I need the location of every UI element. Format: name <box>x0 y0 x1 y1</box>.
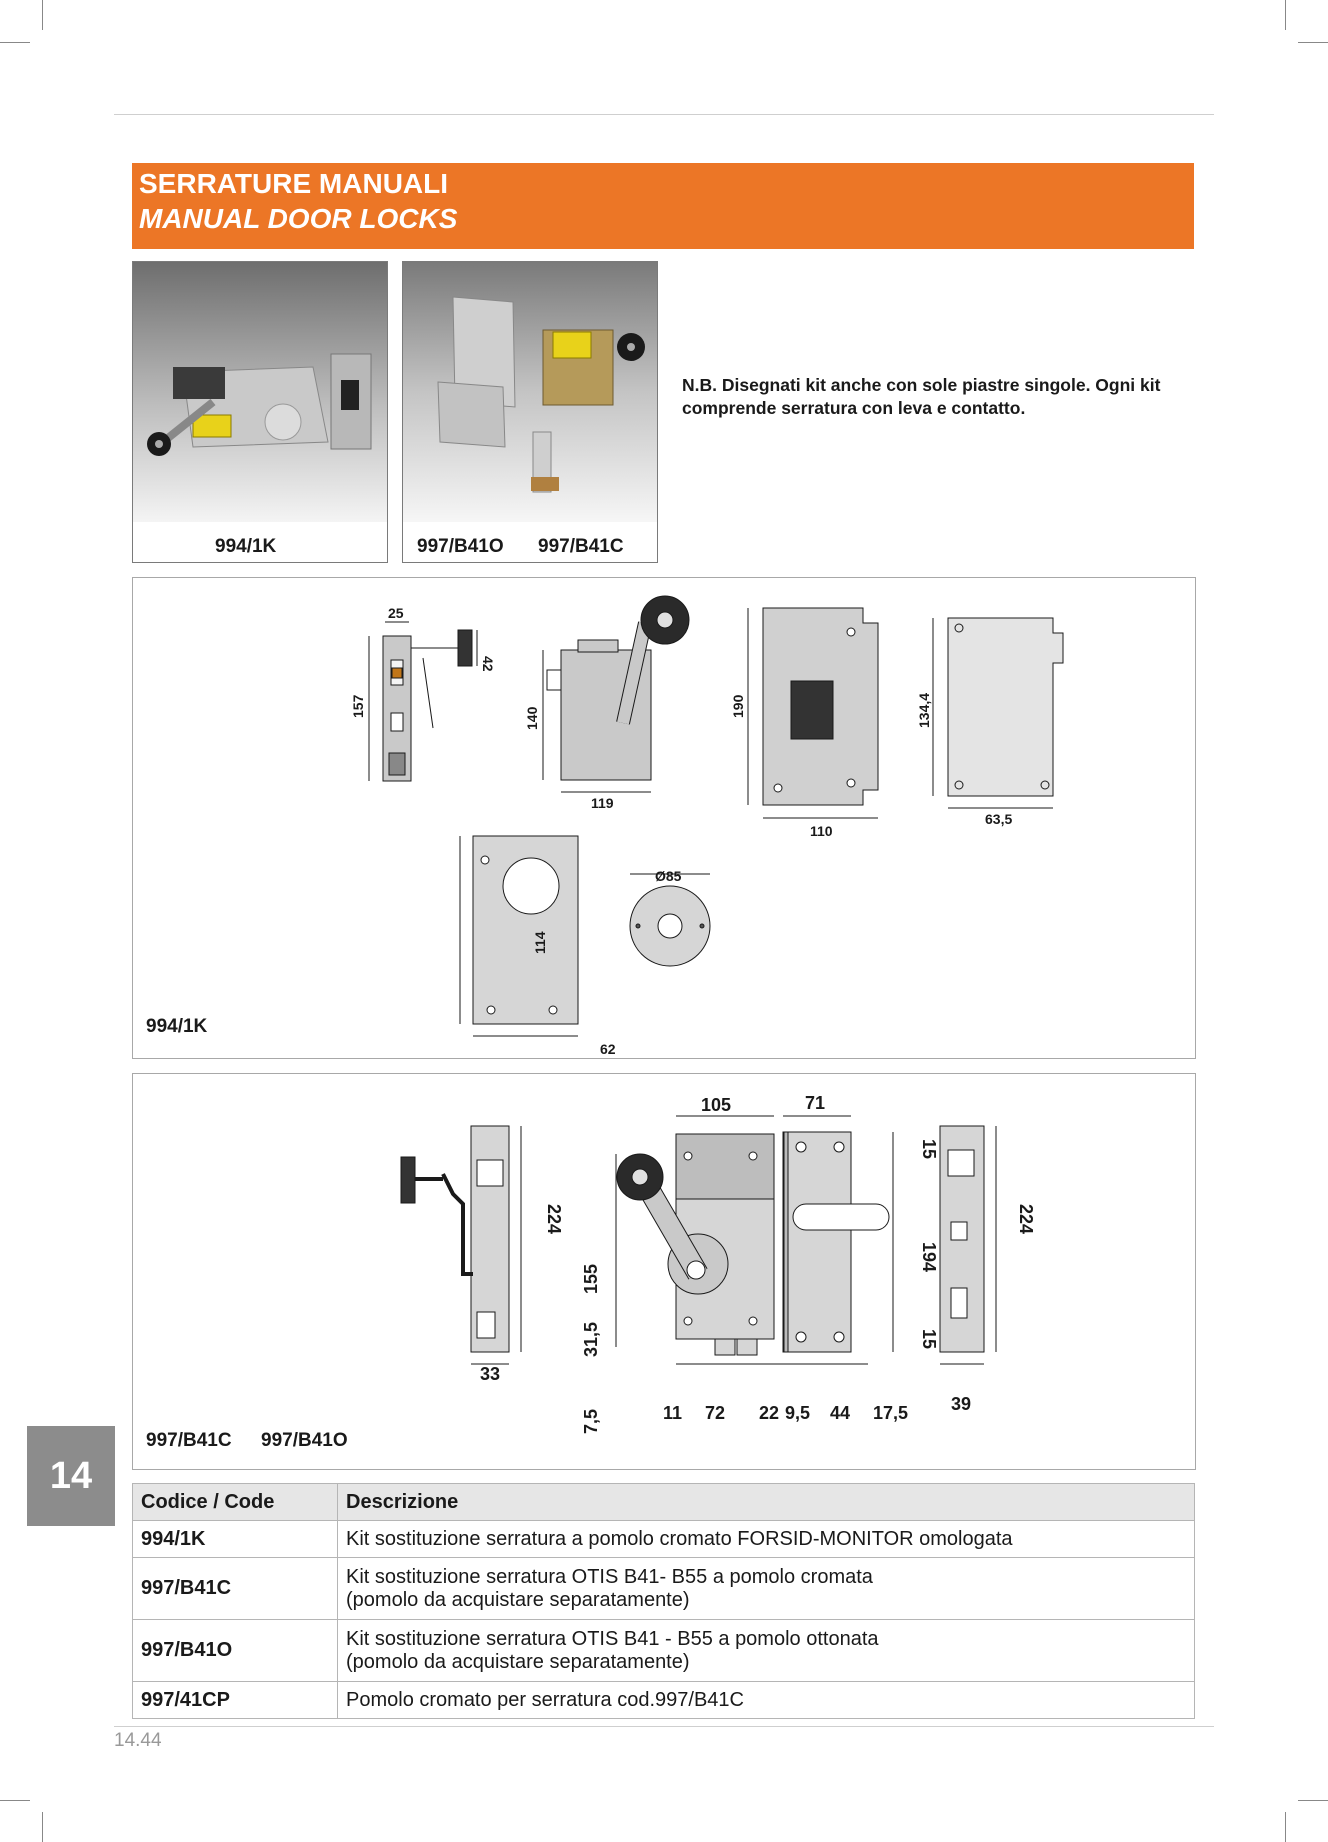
row-code: 994/1K <box>132 1520 338 1558</box>
row-description: Kit sostituzione serratura OTIS B41 - B5… <box>337 1619 1195 1682</box>
dim-39: 39 <box>951 1394 971 1414</box>
dim-110: 110 <box>810 823 833 839</box>
dim-134-4: 134,4 <box>916 693 932 728</box>
dim-114: 114 <box>532 931 548 954</box>
dim-17-5: 17,5 <box>873 1403 908 1423</box>
photo-caption-a: 997/B41O <box>417 536 504 557</box>
dim-22: 22 <box>759 1403 779 1423</box>
crop-mark <box>0 42 30 43</box>
row-description: Pomolo cromato per serratura cod.997/B41… <box>337 1681 1195 1719</box>
row-description: Kit sostituzione serratura OTIS B41- B55… <box>337 1557 1195 1620</box>
technical-drawing: 224 33 105 71 15 194 15 155 31,5 7,5 11 … <box>400 1093 1036 1434</box>
technical-drawing: 25 42 157 140 119 190 110 134,4 63,5 114… <box>350 595 1064 1057</box>
title-english: MANUAL DOOR LOCKS <box>139 203 458 234</box>
header-description: Descrizione <box>337 1483 1195 1521</box>
panel-label-b: 997/B41O <box>261 1430 348 1451</box>
dim-194: 194 <box>919 1242 939 1272</box>
dim-71: 71 <box>805 1093 825 1113</box>
dim-105: 105 <box>701 1095 731 1115</box>
dim-63-5: 63,5 <box>985 811 1012 827</box>
dim-15-top: 15 <box>919 1139 939 1159</box>
page-number: 14.44 <box>114 1730 162 1751</box>
chapter-tab: 14 <box>27 1426 115 1526</box>
photo-caption: 994/1K <box>215 536 277 557</box>
description-line: Kit sostituzione serratura a pomolo crom… <box>346 1527 1013 1550</box>
description-line: Kit sostituzione serratura OTIS B41- B55… <box>346 1565 873 1588</box>
dim-62: 62 <box>600 1041 616 1057</box>
note-text: N.B. Disegnati kit anche con sole piastr… <box>682 375 1161 418</box>
row-code: 997/B41O <box>132 1619 338 1682</box>
row-code: 997/41CP <box>132 1681 338 1719</box>
dim-72: 72 <box>705 1403 725 1423</box>
drawing-panel-997-b41: 224 33 105 71 15 194 15 155 31,5 7,5 11 … <box>132 1073 1196 1470</box>
table-header-row: Codice / Code Descrizione <box>132 1483 1195 1521</box>
dim-15-bottom: 15 <box>919 1329 939 1349</box>
panel-label-a: 997/B41C <box>146 1430 232 1451</box>
photo-caption-b: 997/B41C <box>538 536 624 557</box>
lock-photo-image <box>133 262 387 522</box>
description-line: (pomolo da acquistare separatamente) <box>346 1588 690 1611</box>
drawing-panel-994-1k: 25 42 157 140 119 190 110 134,4 63,5 114… <box>132 577 1196 1059</box>
table-row: 997/41CP Pomolo cromato per serratura co… <box>132 1681 1195 1719</box>
product-photo-997-b41: 997/B41O 997/B41C <box>402 261 658 563</box>
top-rule <box>114 114 1214 115</box>
dim-42: 42 <box>480 656 496 672</box>
title-italian: SERRATURE MANUALI <box>139 168 449 199</box>
product-photo-994-1k: 994/1K <box>132 261 388 563</box>
crop-mark <box>1285 0 1286 30</box>
dim-44: 44 <box>830 1403 850 1423</box>
dim-157: 157 <box>350 694 366 718</box>
product-table: Codice / Code Descrizione 994/1K Kit sos… <box>132 1483 1195 1719</box>
table-row: 997/B41O Kit sostituzione serratura OTIS… <box>132 1619 1195 1682</box>
dim-25: 25 <box>388 605 404 621</box>
crop-mark <box>1285 1812 1286 1842</box>
crop-mark <box>42 1812 43 1842</box>
bottom-rule <box>114 1726 1214 1727</box>
panel-label: 994/1K <box>146 1016 208 1037</box>
dim-9-5: 9,5 <box>785 1403 810 1423</box>
dim-31-5: 31,5 <box>581 1322 601 1357</box>
dim-11: 11 <box>663 1403 682 1423</box>
crop-mark <box>42 0 43 30</box>
dim-224-side: 224 <box>544 1204 564 1234</box>
dim-7-5: 7,5 <box>581 1409 601 1434</box>
row-description: Kit sostituzione serratura a pomolo crom… <box>337 1520 1195 1558</box>
dim-155: 155 <box>581 1264 601 1294</box>
lock-photo-image <box>403 262 657 522</box>
description-line: Kit sostituzione serratura OTIS B41 - B5… <box>346 1627 879 1650</box>
dim-140: 140 <box>524 706 540 730</box>
dim-224-end: 224 <box>1016 1204 1036 1234</box>
row-code: 997/B41C <box>132 1557 338 1620</box>
crop-mark <box>1298 1800 1328 1801</box>
dim-119: 119 <box>591 795 614 811</box>
dim-diameter-85: Ø85 <box>655 868 682 884</box>
crop-mark <box>0 1800 30 1801</box>
table-row: 997/B41C Kit sostituzione serratura OTIS… <box>132 1557 1195 1620</box>
description-line: Pomolo cromato per serratura cod.997/B41… <box>346 1688 744 1711</box>
dim-190: 190 <box>730 694 746 718</box>
dim-33: 33 <box>480 1364 500 1384</box>
crop-mark <box>1298 42 1328 43</box>
section-header: SERRATURE MANUALI MANUAL DOOR LOCKS <box>132 163 1194 249</box>
header-code: Codice / Code <box>132 1483 338 1521</box>
description-line: (pomolo da acquistare separatamente) <box>346 1650 690 1673</box>
table-row: 994/1K Kit sostituzione serratura a pomo… <box>132 1520 1195 1558</box>
